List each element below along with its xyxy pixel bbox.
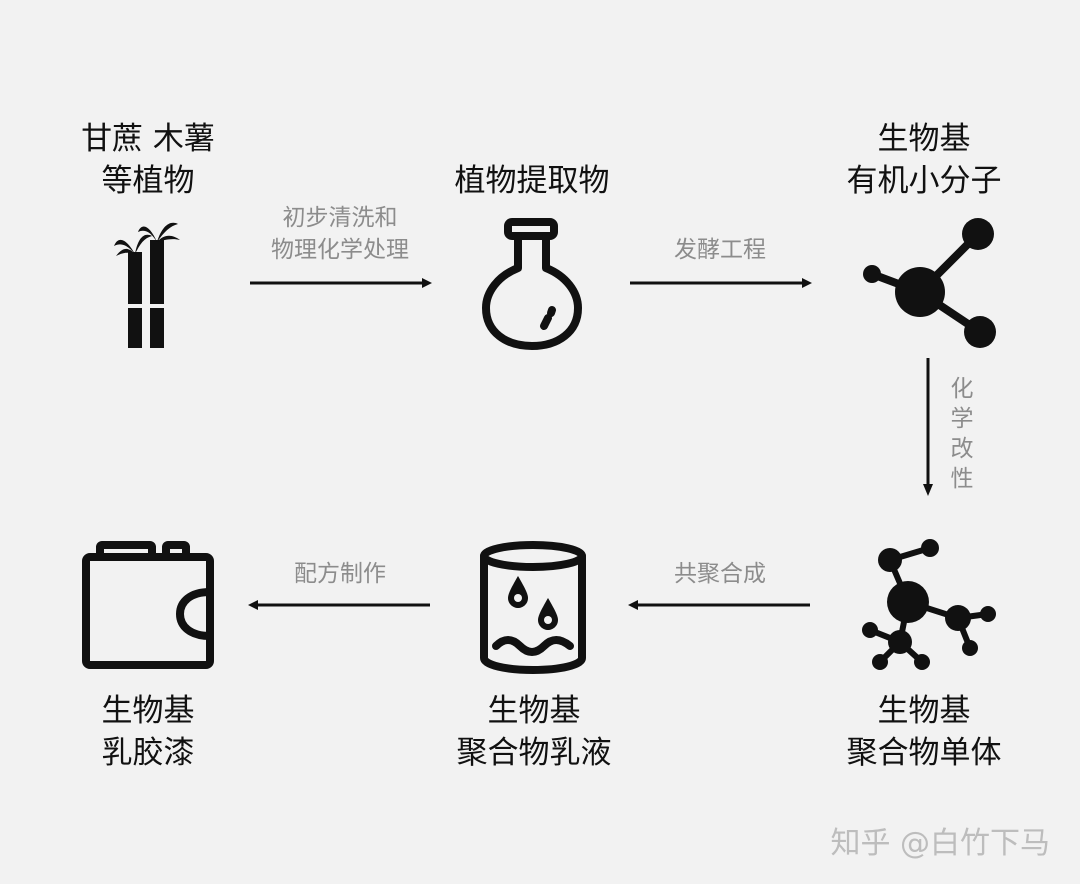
sugarcane-icon — [114, 222, 180, 348]
arrow-emulsion-to-paint — [248, 600, 430, 610]
edge-label-modification: 化学改性 — [947, 374, 977, 494]
edge-label-cleaning-line1: 初步清洗和 — [282, 205, 398, 231]
edge-label-formulation: 配方制作 — [250, 558, 430, 590]
node-small-molecule-label: 生物基 有机小分子 — [822, 118, 1026, 202]
paint-bucket-icon — [82, 541, 214, 669]
emulsion-barrel-icon — [480, 541, 586, 674]
node-paint-line2: 乳胶漆 — [101, 735, 195, 771]
arrow-small-molecule-to-monomer — [923, 358, 933, 496]
node-monomer-label: 生物基 聚合物单体 — [822, 690, 1026, 774]
node-sugarcane-line2: 等植物 — [101, 163, 195, 199]
arrow-monomer-to-emulsion — [628, 600, 810, 610]
node-emulsion-line1: 生物基 — [487, 693, 581, 729]
edge-label-copolymerization-text: 共聚合成 — [674, 561, 766, 587]
molecule-icon — [863, 218, 996, 348]
edge-label-fermentation: 发酵工程 — [632, 234, 808, 266]
node-emulsion-label: 生物基 聚合物乳液 — [432, 690, 636, 774]
node-extract-line1: 植物提取物 — [454, 163, 610, 199]
arrow-extract-to-small-molecule — [630, 278, 812, 288]
complex-molecule-icon — [862, 539, 996, 670]
node-small-molecule-line2: 有机小分子 — [846, 163, 1002, 199]
edge-label-cleaning-line2: 物理化学处理 — [271, 237, 409, 263]
edge-label-modification-text: 化学改性 — [950, 376, 974, 492]
node-sugarcane-line1: 甘蔗 木薯 — [81, 121, 215, 157]
node-paint-label: 生物基 乳胶漆 — [68, 690, 228, 774]
node-monomer-line1: 生物基 — [877, 693, 971, 729]
edge-label-cleaning: 初步清洗和 物理化学处理 — [250, 202, 430, 266]
edge-label-fermentation-text: 发酵工程 — [674, 237, 766, 263]
node-monomer-line2: 聚合物单体 — [846, 735, 1002, 771]
node-emulsion-line2: 聚合物乳液 — [456, 735, 612, 771]
node-sugarcane-label: 甘蔗 木薯 等植物 — [68, 118, 228, 202]
edge-label-formulation-text: 配方制作 — [294, 561, 386, 587]
node-extract-label: 植物提取物 — [432, 160, 632, 202]
flask-icon — [482, 218, 582, 350]
node-paint-line1: 生物基 — [101, 693, 195, 729]
edge-label-copolymerization: 共聚合成 — [632, 558, 808, 590]
watermark: 知乎 @白竹下马 — [830, 826, 1050, 861]
node-small-molecule-line1: 生物基 — [877, 121, 971, 157]
arrow-sugarcane-to-extract — [250, 278, 432, 288]
